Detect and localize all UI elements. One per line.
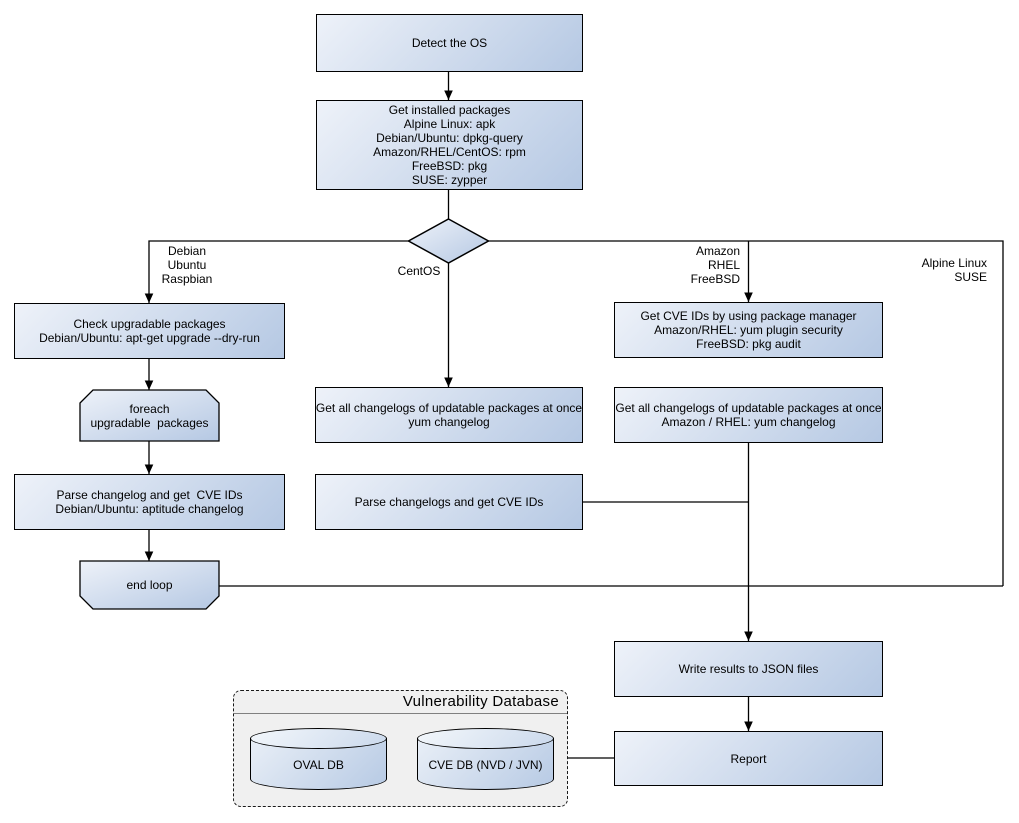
node-write-results-json: Write results to JSON files	[614, 641, 883, 697]
node-parse-changelogs-centos: Parse changelogs and get CVE IDs	[315, 474, 583, 530]
node-detect-os: Detect the OS	[316, 14, 583, 72]
cylinder-cve-db-top	[417, 728, 554, 749]
os-decision-diamond	[406, 218, 491, 264]
node-label: Report	[730, 751, 767, 766]
node-label: Detect the OS	[411, 36, 488, 50]
arrowhead	[444, 90, 453, 100]
arrowhead	[144, 464, 154, 474]
arrowhead	[144, 380, 154, 390]
cylinder-oval-db-top	[250, 728, 387, 749]
branch-label-debian: Debian Ubuntu Raspbian	[161, 244, 213, 286]
node-check-upgradable-packages: Check upgradable packages Debian/Ubuntu:…	[14, 303, 285, 359]
node-get-changelogs-amazon-rhel: Get all changelogs of updatable packages…	[614, 387, 883, 443]
arrowhead	[144, 293, 154, 303]
foreach-loop-shape	[79, 389, 220, 442]
edge-decision-to-right-branches	[488, 240, 1004, 586]
branch-label-centos: CentOS	[397, 264, 441, 278]
node-label: Get installed packages Alpine Linux: apk…	[373, 103, 526, 187]
node-parse-changelog-debian: Parse changelog and get CVE IDs Debian/U…	[14, 474, 285, 530]
connector-lines	[148, 72, 1004, 759]
branch-label-amazon: Amazon RHEL FreeBSD	[690, 244, 740, 286]
branch-label-alpine: Alpine Linux SUSE	[921, 256, 987, 284]
end-loop-shape	[79, 560, 220, 610]
node-get-cveids-package-manager: Get CVE IDs by using package manager Ama…	[614, 302, 883, 358]
node-get-installed-packages: Get installed packages Alpine Linux: apk…	[316, 100, 583, 190]
node-label: Check upgradable packages Debian/Ubuntu:…	[39, 317, 260, 345]
arrowhead	[144, 551, 154, 561]
node-get-changelogs-centos: Get all changelogs of updatable packages…	[315, 387, 583, 443]
arrowhead	[444, 377, 453, 387]
vulnerability-database-title: Vulnerability Database	[234, 691, 567, 714]
node-report: Report	[614, 731, 883, 786]
arrowhead	[744, 721, 753, 731]
node-label: Write results to JSON files	[678, 662, 819, 676]
arrowhead	[744, 631, 753, 641]
node-label: Parse changelogs and get CVE IDs	[354, 495, 544, 509]
node-label: Get all changelogs of updatable packages…	[315, 401, 583, 429]
node-label: Get all changelogs of updatable packages…	[615, 401, 882, 429]
edge-decision-to-debian-branch	[148, 240, 409, 303]
node-label: Get CVE IDs by using package manager Ama…	[640, 309, 857, 351]
arrowheads	[144, 90, 753, 731]
node-label: Parse changelog and get CVE IDs Debian/U…	[55, 488, 244, 516]
arrowhead	[744, 292, 753, 302]
